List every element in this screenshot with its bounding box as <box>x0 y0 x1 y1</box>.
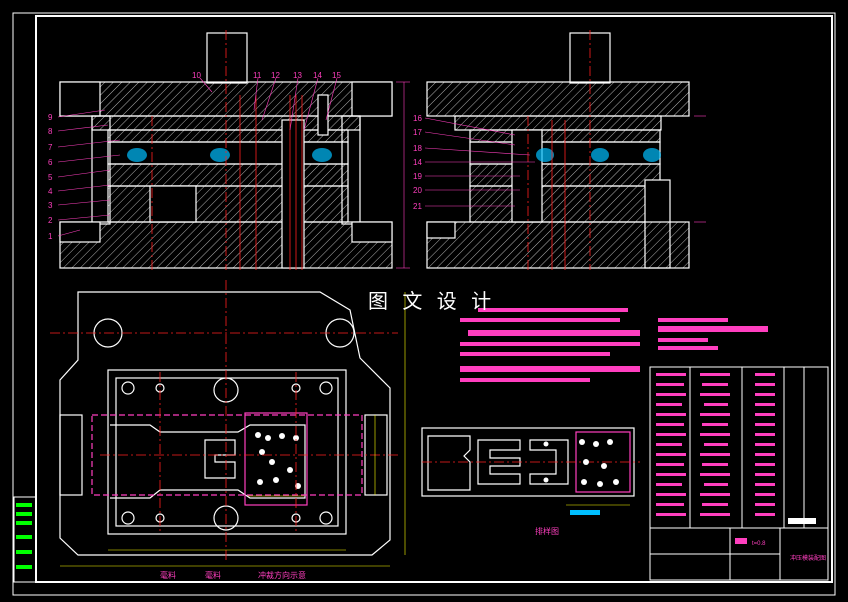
bottom-caption: 毫料 <box>160 570 176 580</box>
part-number-label: 2 <box>48 216 53 225</box>
inner-frame <box>35 15 833 583</box>
part-number-label: 3 <box>48 201 53 210</box>
plan-view <box>59 291 391 556</box>
title-part-name: 冲压模装配图 <box>790 554 826 562</box>
title-block <box>649 366 829 581</box>
front-centerlines <box>151 30 303 270</box>
technical-notes <box>460 308 768 382</box>
part-number-label: 13 <box>293 71 302 80</box>
part-number-label: 7 <box>48 143 53 152</box>
strip-layout <box>421 427 640 497</box>
bom-rows <box>656 373 775 544</box>
left-edge-table <box>13 496 37 583</box>
part-number-label: 14 <box>313 71 322 80</box>
bottom-caption: 毫料 <box>205 570 221 580</box>
watermark-text: 图 文 设 计 <box>368 289 495 313</box>
part-number-label: 1 <box>48 232 53 241</box>
plan-view-holes <box>255 432 301 489</box>
part-number-label: 16 <box>413 114 422 123</box>
strip-caption: 排样图 <box>535 526 559 536</box>
part-number-label: 18 <box>413 144 422 153</box>
side-centerlines <box>527 30 591 270</box>
strip-holes <box>543 439 619 487</box>
part-number-label: 8 <box>48 127 53 136</box>
part-number-label: 9 <box>48 113 53 122</box>
part-number-label: 10 <box>192 71 201 80</box>
title-marker <box>788 518 816 524</box>
part-number-label: 5 <box>48 173 53 182</box>
part-number-label: 6 <box>48 158 53 167</box>
title-thickness: t=0.8 <box>752 541 766 547</box>
plan-dimension-lines <box>60 292 406 567</box>
plan-centerlines <box>50 280 400 560</box>
part-number-label: 14 <box>413 158 422 167</box>
front-part-numbers: 9 8 7 6 5 4 3 2 1 10 11 12 13 14 15 <box>48 71 341 241</box>
part-number-label: 19 <box>413 172 422 181</box>
front-leader-lines <box>57 77 410 269</box>
part-number-label: 17 <box>413 128 422 137</box>
side-part-numbers: 16 17 18 14 19 20 21 <box>413 114 422 211</box>
plan-captions: 毫料 毫料 冲裁方向示意 <box>160 570 306 580</box>
part-number-label: 15 <box>332 71 341 80</box>
part-number-label: 12 <box>271 71 280 80</box>
part-number-label: 4 <box>48 187 53 196</box>
part-number-label: 21 <box>413 202 422 211</box>
side-leader-lines <box>424 115 706 223</box>
part-number-label: 11 <box>253 71 262 80</box>
outer-frame <box>12 12 836 596</box>
strip-marker <box>570 510 600 515</box>
part-number-label: 20 <box>413 186 422 195</box>
bottom-caption: 冲裁方向示意 <box>258 570 306 580</box>
